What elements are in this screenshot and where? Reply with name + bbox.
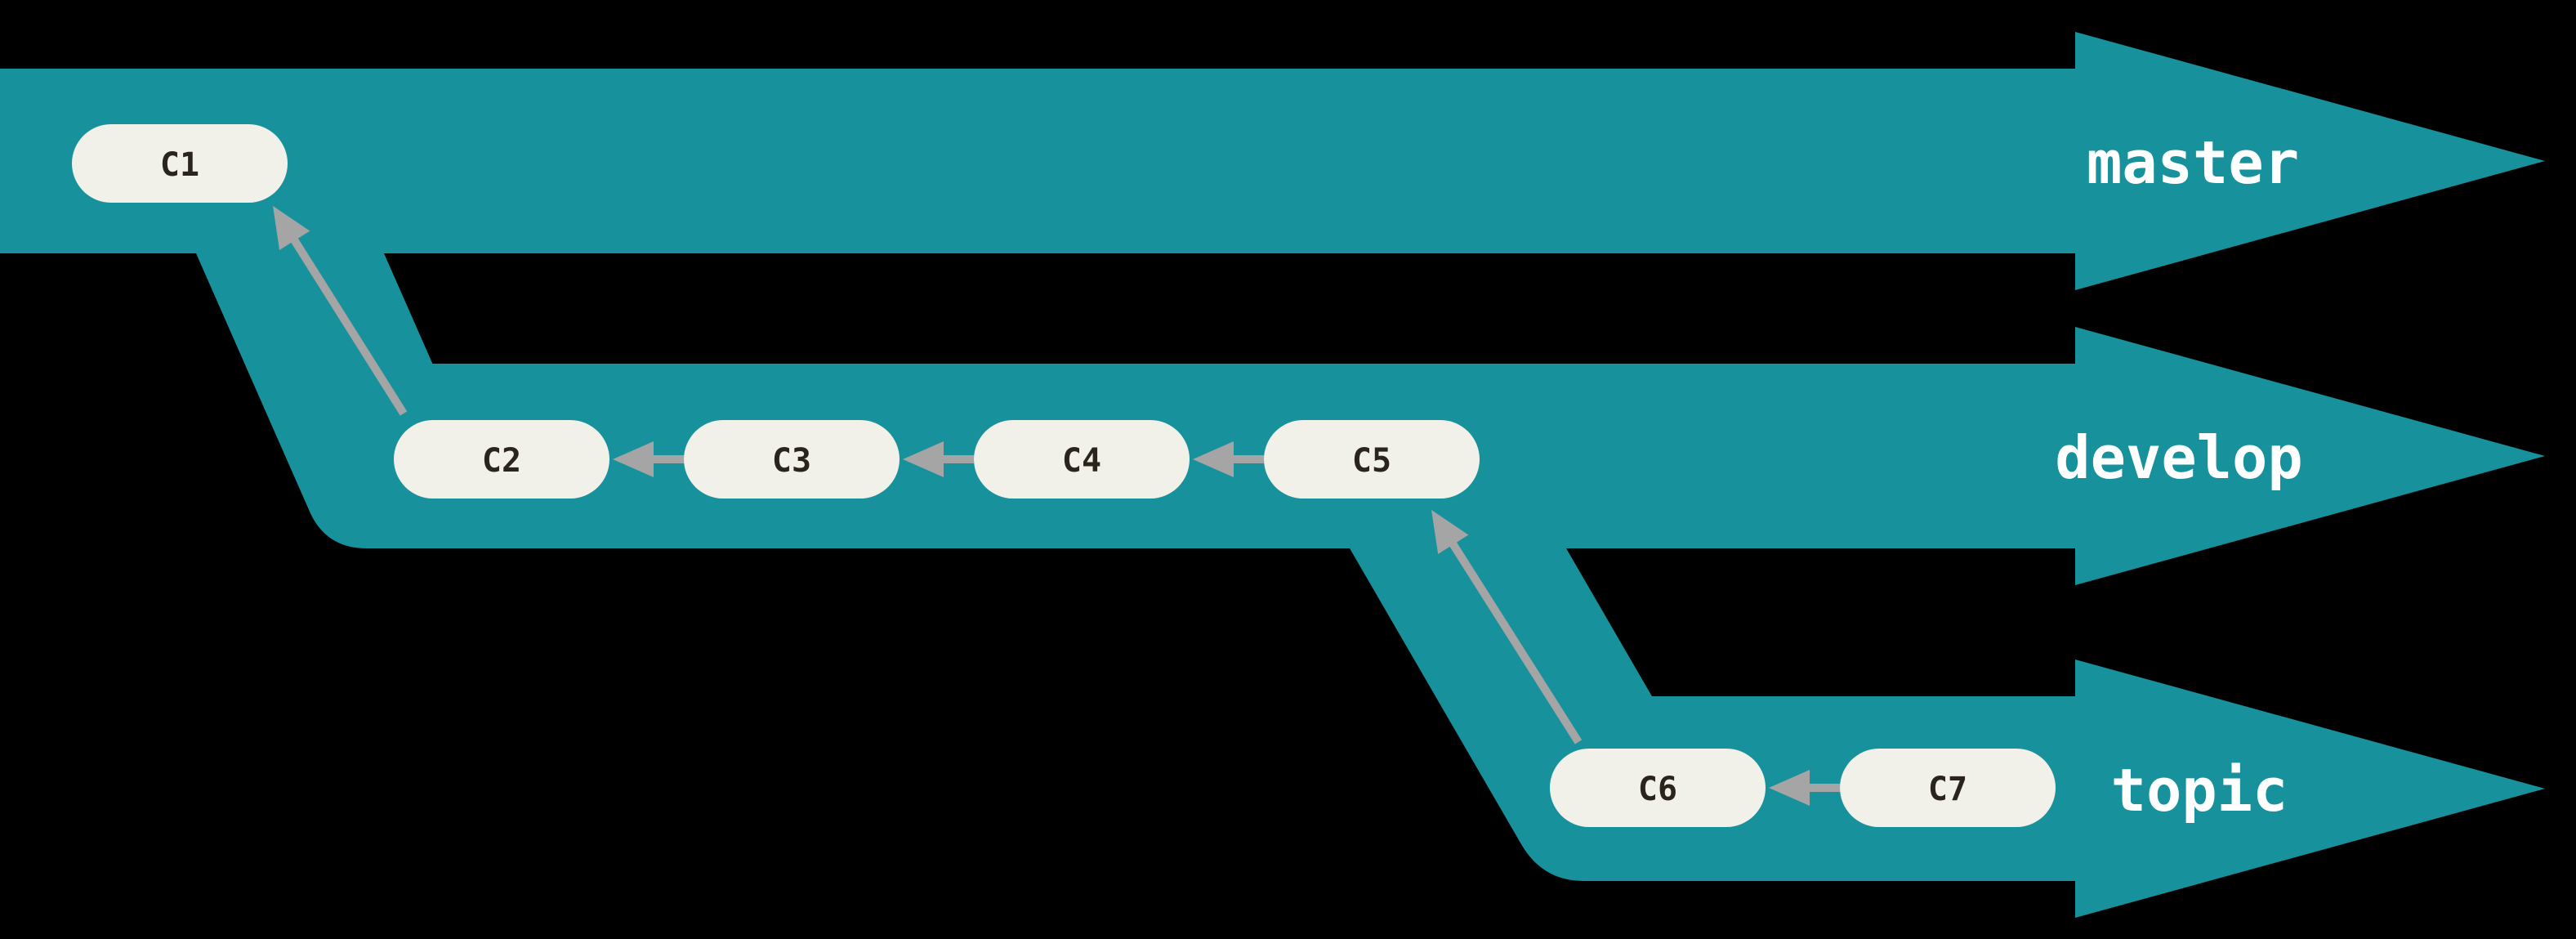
commit-label-C7: C7 (1928, 771, 1967, 808)
parent-arrow-C3-C2 (613, 441, 684, 477)
parent-arrow-C7-C6 (1769, 770, 1840, 806)
arrowhead-icon (1431, 510, 1469, 555)
commit-label-C6: C6 (1638, 771, 1677, 808)
commit-pill (974, 420, 1190, 499)
parent-arrow-C4-C3 (903, 441, 974, 477)
commit-label-C1: C1 (160, 146, 199, 184)
branch-label-master: master (2087, 128, 2299, 197)
commit-pill (1840, 749, 2056, 827)
branch-label-topic: topic (2111, 756, 2288, 825)
arrow-shaft (288, 234, 408, 416)
commit-node-C1: C1 (72, 124, 288, 203)
commit-label-C5: C5 (1352, 442, 1391, 480)
arrowhead-icon (273, 206, 310, 251)
commit-node-C5: C5 (1264, 420, 1480, 499)
commit-pill (72, 124, 288, 203)
arrow-shaft (1447, 538, 1583, 744)
commit-node-C6: C6 (1550, 749, 1766, 827)
commit-node-C2: C2 (394, 420, 609, 499)
arrowhead-icon (1769, 770, 1810, 806)
commit-pill (684, 420, 900, 499)
branch-band-master (0, 32, 2545, 290)
parent-arrow-C6-C5 (1431, 510, 1583, 744)
branch-label-develop: develop (2055, 423, 2302, 492)
commit-pill (394, 420, 609, 499)
arrowhead-icon (613, 441, 654, 477)
parent-arrow-C2-C1 (273, 206, 408, 416)
commit-pill (1264, 420, 1480, 499)
commit-node-C4: C4 (974, 420, 1190, 499)
commit-pill (1550, 749, 1766, 827)
commit-label-C2: C2 (482, 442, 521, 480)
branch-band-topic (1350, 548, 2545, 918)
commit-label-C3: C3 (772, 442, 811, 480)
commit-node-C3: C3 (684, 420, 900, 499)
branch-band-develop (196, 253, 2545, 585)
parent-arrow-C5-C4 (1193, 441, 1264, 477)
commit-label-C4: C4 (1062, 442, 1101, 480)
commit-node-C7: C7 (1840, 749, 2056, 827)
arrowhead-icon (1193, 441, 1234, 477)
arrowhead-icon (903, 441, 944, 477)
